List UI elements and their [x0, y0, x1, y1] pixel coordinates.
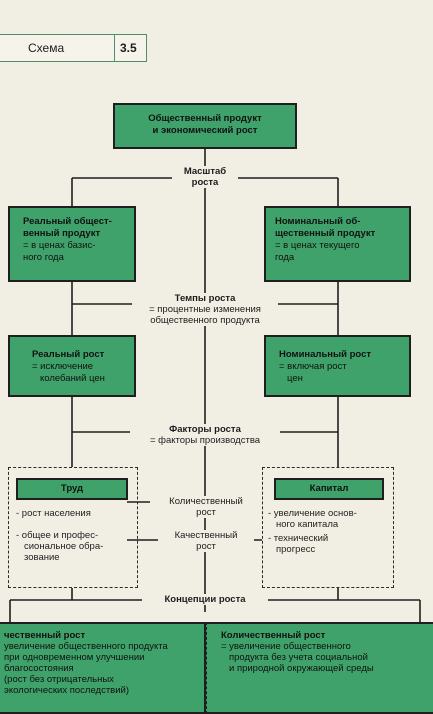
- real-product-desc2: ного года: [23, 252, 64, 263]
- qualitative-concept-line3: благосостояния: [4, 663, 74, 674]
- labor-item2-line1: - общее и профес-: [16, 530, 99, 541]
- growth-rate-title: Темпы роста: [174, 293, 236, 304]
- qualitative-concept-title: чественный рост: [4, 630, 86, 641]
- labor-item2-line2: сиональное обра-: [24, 541, 104, 552]
- labor-item2: - общее и профес- сиональное обра- зован…: [16, 530, 103, 563]
- factors-line2: = факторы производства: [149, 435, 261, 446]
- real-product-title1: Реальный общест-: [23, 216, 112, 227]
- labor-item2-line3: зование: [24, 552, 60, 563]
- qualitative-growth-line2: рост: [196, 541, 216, 552]
- qualitative-concept-box: чественный рост увеличение общественного…: [0, 622, 206, 714]
- scheme-header: Схема 3.5: [0, 34, 147, 62]
- growth-rate-line2: = процентные изменения: [149, 304, 261, 315]
- capital-item1-line2: ного капитала: [276, 519, 339, 530]
- growth-rate-line3: общественного продукта: [150, 315, 260, 326]
- labor-title: Труд: [60, 483, 84, 494]
- social-product-line2: и экономический рост: [152, 125, 258, 136]
- qualitative-growth-label: Качественный рост: [158, 530, 254, 552]
- growth-rate-label: Темпы роста = процентные изменения общес…: [132, 293, 278, 326]
- capital-box: Капитал: [274, 478, 384, 500]
- nominal-product-title1: Номинальный об-: [275, 216, 361, 227]
- quantitative-concept-box: Количественный рост = увеличение обществ…: [206, 622, 433, 714]
- labor-box: Труд: [16, 478, 128, 500]
- real-growth-box: Реальный рост = исключение колебаний цен: [8, 335, 136, 397]
- capital-group: [262, 467, 394, 588]
- nominal-growth-box: Номинальный рост = включая рост цен: [264, 335, 411, 397]
- quantitative-concept-line2: продукта без учета социальной: [229, 652, 368, 663]
- labor-item1: - рост населения: [16, 508, 91, 519]
- nominal-growth-desc2: цен: [287, 373, 303, 384]
- social-product-line1: Общественный продукт: [148, 113, 262, 124]
- social-product-box: Общественный продукт и экономический рос…: [113, 103, 297, 149]
- capital-item1-line1: - увеличение основ-: [268, 508, 357, 519]
- scale-label-line1: Масштаб: [183, 166, 227, 177]
- qualitative-concept-line2: при одновременном улучшении: [4, 652, 145, 663]
- quantitative-concept-line3: и природной окружающей среды: [229, 663, 374, 674]
- quantitative-growth-line2: рост: [196, 507, 216, 518]
- qualitative-growth-line1: Качественный: [174, 530, 238, 541]
- header-divider: [114, 35, 115, 61]
- qualitative-concept-line4: (рост без отрицательных: [4, 674, 114, 685]
- quantitative-concept-title: Количественный рост: [221, 630, 326, 641]
- nominal-product-box: Номинальный об- щественный продукт = в ц…: [264, 206, 411, 282]
- nominal-growth-desc1: = включая рост: [279, 361, 347, 372]
- factors-title: Факторы роста: [169, 424, 241, 435]
- scheme-title: Схема: [28, 41, 65, 55]
- capital-item1: - увеличение основ- ного капитала: [268, 508, 357, 530]
- capital-item2-line2: прогресс: [276, 544, 316, 555]
- nominal-growth-title: Номинальный рост: [279, 349, 372, 360]
- real-product-desc1: = в ценах базис-: [23, 240, 96, 251]
- qualitative-concept-line1: увеличение общественного продукта: [4, 641, 168, 652]
- real-growth-title: Реальный рост: [32, 349, 105, 360]
- quantitative-growth-line1: Количественный: [169, 496, 243, 507]
- quantitative-concept-line1: = увеличение общественного: [221, 641, 351, 652]
- factors-label: Факторы роста = факторы производства: [130, 424, 280, 446]
- nominal-product-desc1: = в ценах текущего: [275, 240, 360, 251]
- real-growth-desc2: колебаний цен: [40, 373, 105, 384]
- capital-title: Капитал: [309, 483, 349, 494]
- nominal-product-desc2: года: [275, 252, 295, 263]
- qualitative-concept-line5: экологических последствий): [4, 685, 129, 696]
- capital-item2-line1: - технический: [268, 533, 329, 544]
- real-product-title2: венный продукт: [23, 228, 101, 239]
- nominal-product-title2: щественный продукт: [275, 228, 376, 239]
- scale-label-line2: роста: [191, 177, 219, 188]
- scheme-number: 3.5: [120, 41, 137, 55]
- quantitative-growth-label: Количественный рост: [150, 496, 262, 518]
- labor-group: [8, 467, 138, 588]
- scale-label: Масштаб роста: [172, 166, 238, 188]
- capital-item2: - технический прогресс: [268, 533, 328, 555]
- real-growth-desc1: = исключение: [32, 361, 94, 372]
- concepts-label: Концепции роста: [142, 594, 268, 605]
- real-product-box: Реальный общест- венный продукт = в цена…: [8, 206, 136, 282]
